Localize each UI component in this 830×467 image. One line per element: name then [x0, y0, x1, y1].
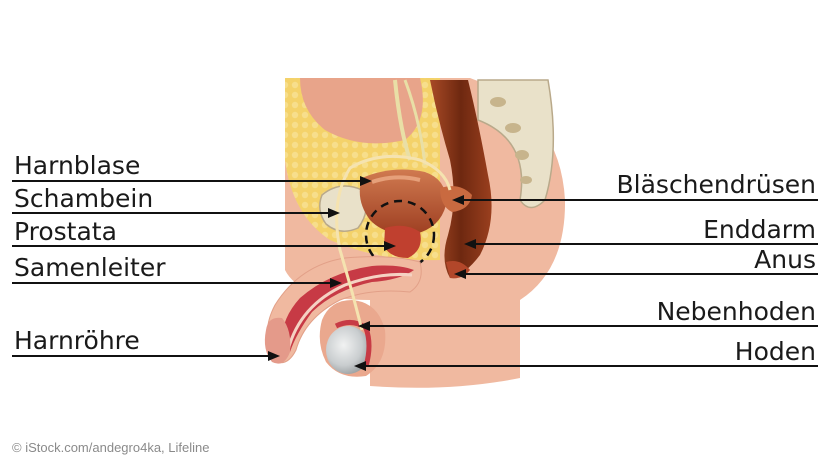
label-anus: Anus [754, 245, 816, 274]
prostate-shape [384, 225, 421, 258]
ureter-line [393, 79, 412, 161]
vessel-line [403, 79, 427, 166]
arrow-harnroehre [268, 351, 280, 361]
arrow-harnblase [360, 176, 372, 186]
image-credit: © iStock.com/andegro4ka, Lifeline [12, 440, 210, 455]
arrow-samenleiter [330, 278, 342, 288]
bladder-highlight [371, 175, 421, 184]
glans [264, 317, 291, 364]
arrow-anus [454, 269, 466, 279]
pubic-bone [319, 185, 367, 232]
labels: Harnblase Schambein Prostata Samenleiter… [14, 151, 816, 366]
label-schambein: Schambein [14, 184, 153, 213]
label-hoden: Hoden [735, 337, 816, 366]
corpus-cavernosum [281, 265, 414, 352]
rectum-shape [430, 80, 492, 278]
label-harnroehre: Harnröhre [14, 326, 140, 355]
testis-shape [326, 326, 370, 374]
bladder-shape [359, 169, 447, 235]
label-blaeschendruesen: Bläschendrüsen [617, 170, 817, 199]
arrow-schambein [328, 208, 340, 218]
arrow-prostata [384, 241, 396, 251]
leader-lines [12, 176, 818, 371]
sacrum-bone [477, 79, 555, 209]
prostate-highlight-circle [364, 199, 436, 271]
label-enddarm: Enddarm [703, 215, 816, 244]
arrow-nebenhoden [358, 321, 370, 331]
vas-deferens-shape [335, 154, 452, 331]
intestine [300, 78, 423, 144]
body-illustration [264, 78, 566, 388]
arrow-hoden [354, 361, 366, 371]
label-samenleiter: Samenleiter [14, 253, 166, 282]
label-harnblase: Harnblase [14, 151, 140, 180]
label-prostata: Prostata [14, 217, 117, 246]
vertebra-marks [490, 97, 532, 184]
urethra-line [286, 272, 413, 351]
label-nebenhoden: Nebenhoden [657, 297, 816, 326]
arrow-enddarm [464, 239, 476, 249]
arrow-blaeschendruesen [452, 195, 464, 205]
